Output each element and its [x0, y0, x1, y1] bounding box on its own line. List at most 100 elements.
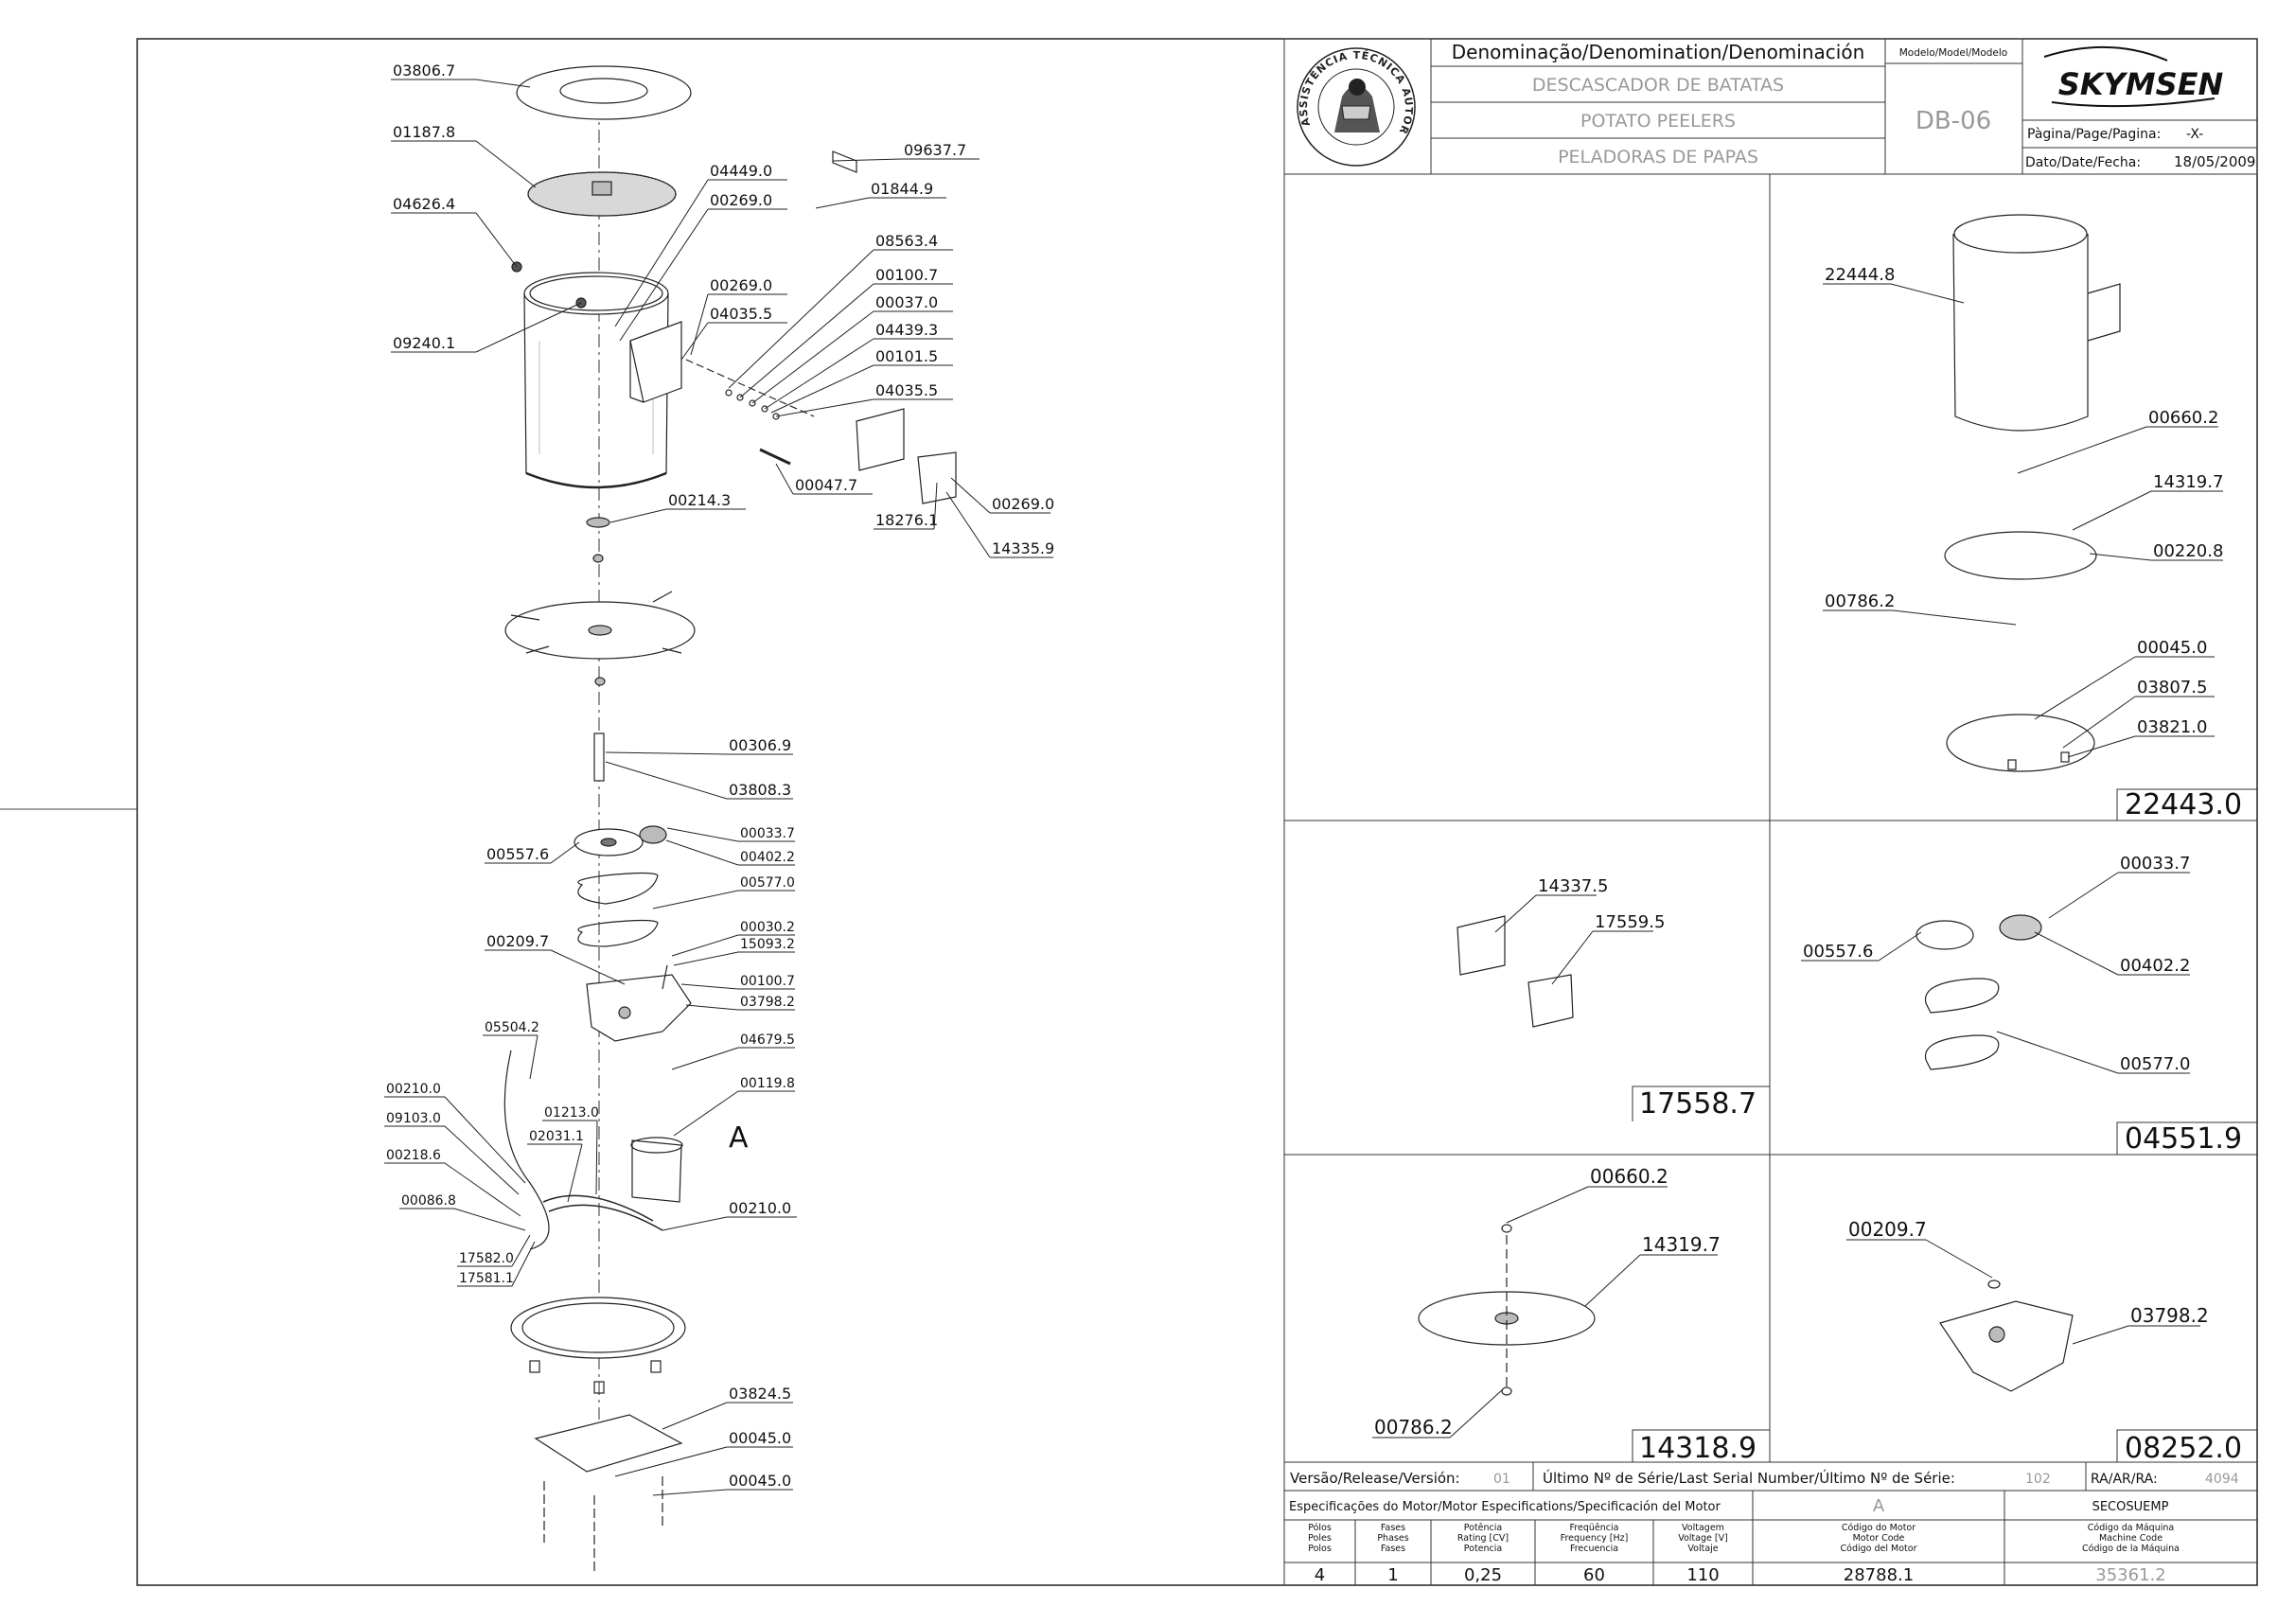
part-label-17582-0: 17582.0 — [459, 1251, 514, 1266]
leader-line — [2089, 553, 2152, 561]
part-label-04035-5: 04035.5 — [710, 305, 772, 323]
authorized-service-seal: ASSISTÊNCIA TÉCNICA AUTORIZADA — [0, 0, 1416, 167]
leader-line — [605, 761, 728, 800]
part-label-00086-8: 00086.8 — [401, 1193, 456, 1209]
part-label-00045-0: 00045.0 — [2137, 638, 2207, 658]
drawing-frame — [136, 38, 2258, 1586]
leader-line — [595, 1120, 598, 1195]
release-label: Versão/Release/Versión: — [1290, 1470, 1460, 1487]
leader-line — [605, 751, 728, 755]
leader-line — [1878, 931, 1922, 962]
part-label-00660-2: 00660.2 — [2148, 408, 2218, 428]
part-label-09240-1: 09240.1 — [393, 334, 455, 352]
leader-line — [614, 179, 709, 327]
part-label-00269-0: 00269.0 — [710, 191, 772, 209]
part-label-00220-8: 00220.8 — [2153, 541, 2223, 561]
part-label-00269-0: 00269.0 — [710, 276, 772, 294]
spec-value: 1 — [1387, 1565, 1398, 1585]
part-label-00037-0: 00037.0 — [875, 293, 938, 311]
part-label-03806-7: 03806.7 — [393, 62, 455, 79]
part-label-04551-9: 04551.9 — [2125, 1122, 2242, 1156]
leader-line — [739, 283, 874, 398]
part-label-00557-6: 00557.6 — [486, 845, 549, 863]
part-label-22444-8: 22444.8 — [1825, 265, 1895, 285]
motor-col-a: A — [1873, 1496, 1885, 1516]
leader-line — [690, 293, 709, 356]
model-value: DB-06 — [1915, 107, 1991, 135]
part-label-00577-0: 00577.0 — [740, 875, 795, 891]
leader-line — [770, 364, 874, 414]
part-label-04035-5: 04035.5 — [875, 381, 938, 399]
part-label-00786-2: 00786.2 — [1825, 591, 1895, 611]
spec-header-text: Motor Code — [1853, 1533, 1905, 1544]
leader-line — [680, 322, 709, 361]
part-label-03824-5: 03824.5 — [729, 1385, 791, 1403]
spec-header-text: Voltage [V] — [1678, 1533, 1728, 1544]
part-label-00033-7: 00033.7 — [740, 826, 795, 841]
leader-line — [475, 212, 518, 268]
part-label-05504-2: 05504.2 — [485, 1020, 539, 1035]
leader-line — [529, 1034, 538, 1080]
leader-line — [511, 1241, 536, 1287]
spec-header-text: Machine Code — [2099, 1533, 2163, 1544]
part-label-00402-2: 00402.2 — [740, 850, 795, 865]
part-label-00045-0: 00045.0 — [729, 1429, 791, 1447]
spec-header-text: Potencia — [1464, 1544, 1502, 1554]
detail-part-labels: 22444.800660.214319.700220.800786.200045… — [1372, 265, 2242, 1465]
spec-header-text: Fases — [1381, 1523, 1405, 1533]
part-label-15093-2: 15093.2 — [740, 937, 795, 952]
part-label-00100-7: 00100.7 — [740, 974, 795, 989]
part-label-03798-2: 03798.2 — [2130, 1304, 2209, 1327]
motor-spec-columns: PólosPolesPolos4FasesPhasesFases1Potênci… — [1308, 1523, 2180, 1585]
leader-line — [453, 1208, 526, 1231]
spec-header-text: Código da Máquina — [2088, 1523, 2174, 1533]
part-label-00047-7: 00047.7 — [795, 476, 857, 494]
page-label: Pàgina/Page/Pagina: — [2027, 127, 2161, 142]
leader-line — [619, 208, 709, 342]
leader-line — [1584, 1254, 1641, 1307]
part-label-04679-5: 04679.5 — [740, 1033, 795, 1048]
part-label-00269-0: 00269.0 — [992, 495, 1054, 513]
leader-line — [671, 934, 739, 957]
leader-line — [609, 508, 667, 523]
leader-line — [2062, 696, 2136, 749]
part-label-08252-0: 08252.0 — [2125, 1432, 2242, 1465]
part-label-00786-2: 00786.2 — [1374, 1416, 1453, 1439]
part-label-04449-0: 04449.0 — [710, 162, 772, 180]
spec-header-text: Código de la Máquina — [2082, 1544, 2180, 1554]
part-label-17559-5: 17559.5 — [1595, 912, 1665, 932]
release-value: 01 — [1493, 1472, 1510, 1487]
leader-line — [775, 463, 794, 495]
leader-line — [673, 951, 739, 966]
spec-header-text: Frecuencia — [1570, 1544, 1618, 1554]
leader-line — [2017, 426, 2147, 474]
spec-header-text: Freqüência — [1570, 1523, 1619, 1533]
part-label-17581-1: 17581.1 — [459, 1271, 514, 1286]
detail-panels-grid — [1283, 174, 2257, 1463]
leader-line — [567, 1143, 583, 1203]
leader-line — [475, 302, 582, 353]
leader-line — [444, 1162, 521, 1217]
leader-line — [652, 1489, 728, 1496]
leader-line — [2072, 490, 2152, 531]
spec-value: 35361.2 — [2095, 1565, 2165, 1585]
model-header: Modelo/Model/Modelo — [1899, 47, 2008, 59]
leader-line — [614, 1446, 728, 1477]
leader-line — [1892, 609, 2017, 626]
part-label-00100-7: 00100.7 — [875, 266, 938, 284]
leader-line — [933, 482, 938, 530]
leader-line — [444, 1125, 520, 1195]
spec-value: 110 — [1686, 1565, 1719, 1585]
title-block — [1283, 38, 2258, 175]
leader-line — [1449, 1388, 1504, 1439]
detail-17558-drawing — [1456, 915, 1574, 1028]
part-label-01213-0: 01213.0 — [544, 1105, 599, 1121]
svg-text:ASSISTÊNCIA TÉCNICA AUTORIZADA: ASSISTÊNCIA TÉCNICA AUTORIZADA — [0, 0, 1415, 136]
detail-08252-drawing — [1939, 1280, 2074, 1392]
part-label-09103-0: 09103.0 — [386, 1111, 441, 1126]
seal-text: ASSISTÊNCIA TÉCNICA AUTORIZADA — [0, 0, 1414, 136]
leader-line — [662, 1402, 728, 1430]
leader-line — [666, 827, 739, 842]
spec-header-text: Voltagem — [1682, 1523, 1724, 1533]
spec-value: 0,25 — [1464, 1565, 1502, 1585]
